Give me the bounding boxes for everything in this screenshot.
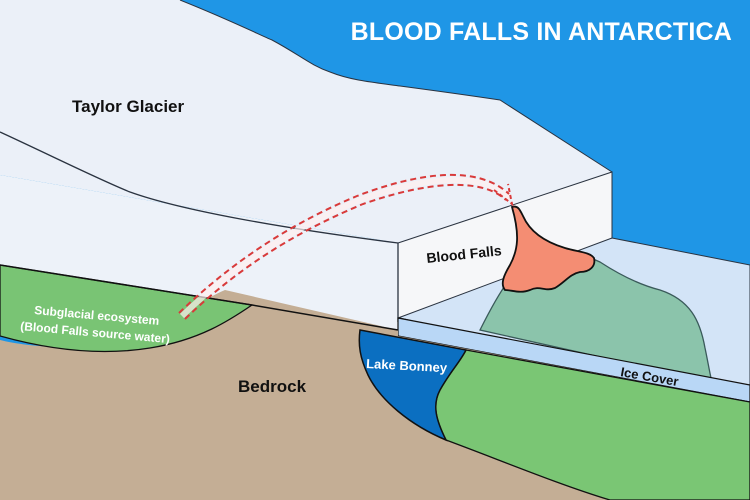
flow-arrow	[178, 173, 514, 320]
label-taylor-glacier: Taylor Glacier	[72, 97, 185, 116]
diagram-title: BLOOD FALLS IN ANTARCTICA	[351, 18, 732, 46]
glacier-lower-slope	[0, 175, 398, 330]
glacier-base-line	[0, 264, 399, 331]
lake-bonney	[358, 329, 468, 442]
label-bedrock: Bedrock	[238, 377, 307, 396]
glacier-top-edge	[179, 0, 613, 173]
subglacial-ecosystem	[0, 264, 254, 353]
blood-falls-plume	[501, 205, 596, 293]
label-blood-falls: Blood Falls	[426, 242, 503, 266]
label-lake-bonney: Lake Bonney	[366, 356, 448, 375]
